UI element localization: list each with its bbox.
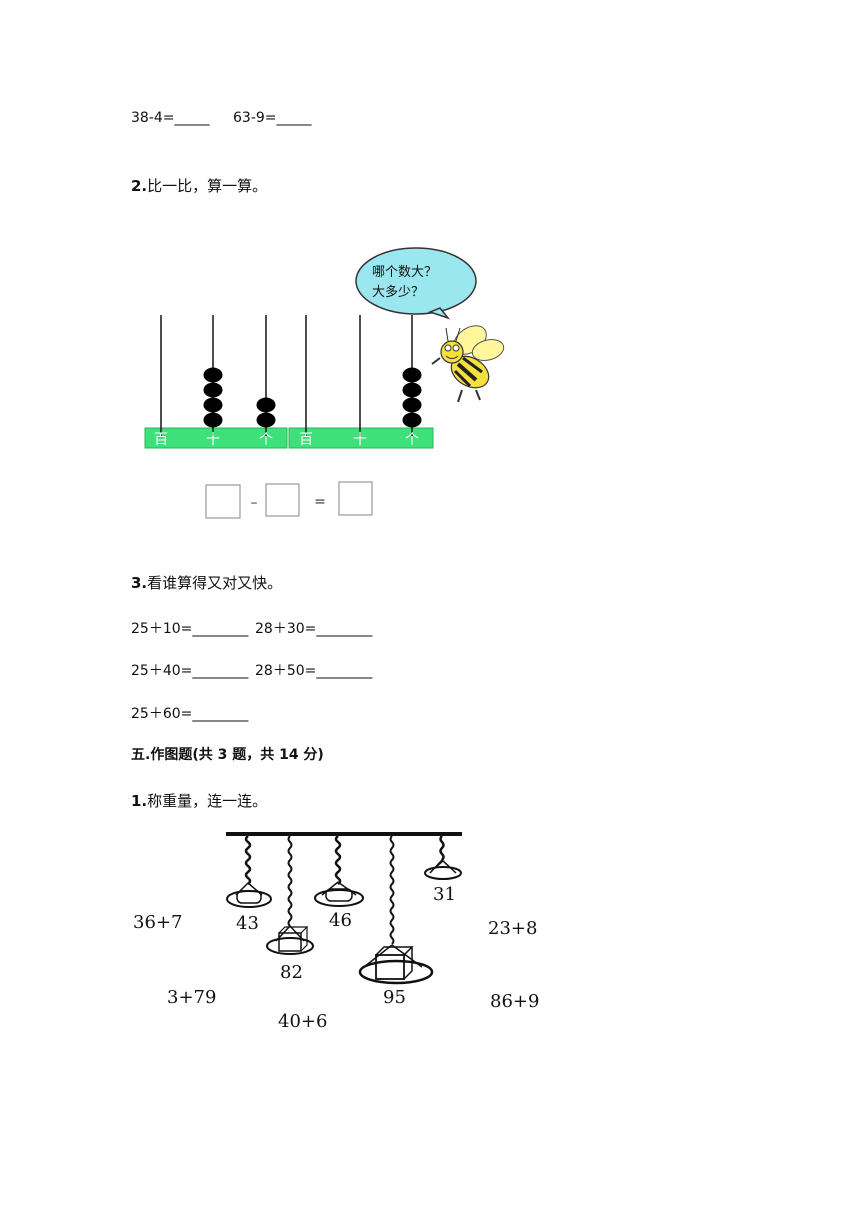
abacus-left-base (144, 427, 288, 449)
place-label-tens: 十 (353, 432, 367, 448)
question-3-heading: 3.看谁算得又对又快。 (131, 572, 282, 593)
spring (244, 835, 252, 885)
equation-25-10: 25＋10=________ (131, 621, 249, 637)
abacus-bead (402, 367, 422, 383)
abacus-bead (402, 412, 422, 428)
equation-63-9: 63-9=_____ (233, 110, 312, 126)
question-2-number: 2. (131, 177, 148, 195)
equals-sign: = (314, 494, 326, 510)
question-2-heading: 2.比一比，算一算。 (131, 175, 267, 196)
equation-38-4: 38-4=_____ (131, 110, 210, 126)
expression-86-9[interactable]: 86+9 (490, 991, 539, 1012)
question-3-number: 3. (131, 574, 148, 592)
pan-31 (424, 859, 462, 880)
abacus-bead (256, 397, 276, 413)
spring (439, 835, 445, 861)
spring (287, 835, 293, 927)
abacus-bead (256, 412, 276, 428)
answer-box-subtrahend[interactable] (265, 483, 300, 517)
weight-label-95: 95 (383, 987, 406, 1008)
equation-25-40: 25＋40=________ (131, 663, 249, 679)
pan-43 (226, 882, 272, 908)
bee-icon (431, 325, 505, 403)
scale-beam (226, 832, 462, 836)
bubble-line-1: 哪个数大？ (372, 265, 437, 280)
weight-label-82: 82 (280, 962, 303, 983)
abacus-bead (203, 412, 223, 428)
expression-36-7[interactable]: 36+7 (133, 912, 182, 933)
speech-bubble: 哪个数大？ 大多少？ (355, 247, 477, 320)
minus-sign: – (251, 495, 258, 511)
equation-28-30: 28＋30=________ (255, 621, 373, 637)
place-label-hundreds: 百 (154, 432, 168, 448)
section-5-title: 五.作图题(共 3 题，共 14 分) (131, 747, 324, 763)
pan-46 (314, 881, 364, 907)
bubble-line-2: 大多少？ (372, 284, 424, 300)
abacus-bead (203, 397, 223, 413)
abacus-right-base (288, 427, 434, 449)
abacus-bead (402, 382, 422, 398)
pan-82 (266, 925, 314, 955)
abacus-bead (402, 397, 422, 413)
answer-box-difference[interactable] (338, 481, 373, 516)
pan-95 (358, 944, 434, 985)
expression-3-79[interactable]: 3+79 (167, 987, 216, 1008)
answer-box-minuend[interactable] (205, 484, 241, 519)
weight-label-43: 43 (236, 913, 259, 934)
weights-figure: 43 82 46 95 31 36+7 3+79 40+6 23+8 86+9 (133, 832, 539, 1032)
weight-label-31: 31 (433, 884, 456, 905)
equation-25-60: 25＋60=________ (131, 706, 249, 722)
spring (334, 835, 342, 885)
question-3-text: 看谁算得又对又快。 (147, 574, 283, 592)
expression-40-6[interactable]: 40+6 (278, 1011, 327, 1032)
abacus-bead (203, 382, 223, 398)
expression-23-8[interactable]: 23+8 (488, 918, 537, 939)
weight-label-46: 46 (329, 910, 352, 931)
question-5-1-text: 称重量，连一连。 (147, 792, 268, 810)
spring (389, 835, 395, 945)
question-2-text: 比一比，算一算。 (147, 177, 268, 195)
equation-28-50: 28＋50=________ (255, 663, 373, 679)
abacus-right-beads (402, 367, 422, 428)
question-5-1-number: 1. (131, 792, 148, 810)
abacus-left-beads (203, 367, 276, 428)
abacus-bead (203, 367, 223, 383)
place-label-tens: 十 (206, 432, 220, 448)
place-label-ones: 个 (405, 432, 419, 448)
place-label-ones: 个 (259, 432, 273, 448)
place-label-hundreds: 百 (299, 432, 313, 448)
question-5-1-heading: 1.称重量，连一连。 (131, 790, 267, 811)
abacus-figure: 哪个数大？ 大多少？ 百 十 个 百 十 个 – = (144, 247, 505, 519)
